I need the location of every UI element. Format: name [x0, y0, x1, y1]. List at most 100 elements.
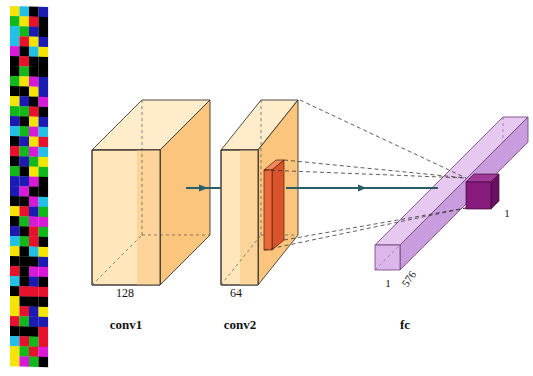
output-cube: [466, 174, 499, 209]
mosaic-cell: [10, 96, 20, 106]
mosaic-cell: [29, 356, 39, 366]
mosaic-cell: [29, 176, 39, 186]
conv-block-shape: [214, 96, 304, 336]
mosaic-cell: [39, 177, 49, 187]
mosaic-cell: [20, 336, 30, 346]
projection-lines: [264, 100, 466, 250]
mosaic-cell: [10, 16, 20, 26]
mosaic-cell: [39, 77, 49, 87]
conv-layer: 64conv2: [214, 96, 304, 336]
mosaic-cell: [20, 316, 30, 326]
mosaic-cell: [10, 146, 20, 156]
mosaic-cell: [20, 176, 30, 186]
mosaic-cell: [39, 37, 49, 47]
mosaic-cell: [20, 346, 30, 356]
mosaic-cell: [10, 316, 20, 326]
mosaic-cell: [20, 66, 30, 76]
mosaic-cell: [10, 216, 20, 226]
mosaic-cell: [29, 206, 39, 216]
projection-line: [300, 100, 466, 178]
mosaic-cell: [29, 86, 39, 96]
mosaic-cell: [39, 247, 49, 257]
projection-line: [284, 208, 466, 240]
fc-top-face: [375, 117, 528, 245]
mosaic-cell: [39, 207, 49, 217]
mosaic-cell: [29, 296, 39, 306]
mosaic-cell: [39, 7, 49, 17]
mosaic-cell: [29, 116, 39, 126]
mosaic-cell: [39, 277, 49, 287]
mosaic-cell: [39, 137, 49, 147]
mosaic-cell: [29, 66, 39, 76]
mosaic-cell: [39, 217, 49, 227]
mosaic-cell: [29, 36, 39, 46]
layer-name: conv1: [110, 318, 143, 331]
mosaic-cell: [39, 97, 49, 107]
mosaic-cell: [10, 106, 20, 116]
mosaic-cell: [20, 136, 30, 146]
dimension-label: 1: [504, 208, 510, 219]
mosaic-cell: [20, 156, 30, 166]
mosaic-cell: [10, 236, 20, 246]
projection-line: [284, 160, 466, 178]
mosaic-cell: [39, 47, 49, 57]
mosaic-cell: [20, 326, 30, 336]
mosaic-cell: [29, 186, 39, 196]
mosaic-cell: [29, 246, 39, 256]
mosaic-cell: [29, 136, 39, 146]
flow-arrow: [286, 187, 438, 189]
hidden-edges: [375, 117, 503, 270]
mosaic-cell: [29, 306, 39, 316]
mosaic-cell: [20, 256, 30, 266]
block-outline: [92, 150, 160, 285]
mosaic-cell: [20, 276, 30, 286]
mosaic-cell: [10, 306, 20, 316]
mosaic-cell: [20, 286, 30, 296]
conv-block-shape: [88, 96, 214, 336]
mosaic-cell: [10, 336, 20, 346]
mosaic-cell: [29, 276, 39, 286]
mosaic-cell: [20, 36, 30, 46]
mosaic-cell: [10, 226, 20, 236]
mosaic-cell: [39, 67, 49, 77]
mosaic-cell: [39, 337, 49, 347]
mosaic-cell: [10, 166, 20, 176]
mosaic-cell: [10, 206, 20, 216]
hidden-edges: [92, 100, 210, 285]
mosaic-cell: [20, 76, 30, 86]
mosaic-cell: [39, 87, 49, 97]
mosaic-cell: [29, 26, 39, 36]
dimension-label: 1: [385, 278, 391, 289]
mosaic-cell: [39, 327, 49, 337]
mosaic-cell: [10, 196, 20, 206]
mosaic-cell: [20, 126, 30, 136]
mosaic-cell: [39, 117, 49, 127]
mosaic-cell: [39, 147, 49, 157]
mosaic-cell: [10, 86, 20, 96]
dimension-label: 576: [400, 269, 418, 289]
mosaic-cell: [29, 216, 39, 226]
mosaic-cell: [39, 317, 49, 327]
mosaic-cell: [20, 266, 30, 276]
mosaic-cell: [29, 146, 39, 156]
mosaic-cell: [20, 356, 30, 366]
mosaic-cell: [10, 46, 20, 56]
mosaic-cell: [20, 116, 30, 126]
mosaic-cell: [29, 286, 39, 296]
projection-line: [264, 170, 466, 178]
mosaic-cell: [20, 56, 30, 66]
mosaic-cell: [39, 297, 49, 307]
block-side-face: [160, 100, 210, 285]
mosaic-cell: [29, 236, 39, 246]
mosaic-cell: [10, 126, 20, 136]
mosaic-cell: [29, 156, 39, 166]
mosaic-cell: [39, 237, 49, 247]
mosaic-cell: [10, 66, 20, 76]
mosaic-cell: [29, 126, 39, 136]
mosaic-cell: [20, 26, 30, 36]
mosaic-cell: [20, 246, 30, 256]
mosaic-cell: [29, 336, 39, 346]
mosaic-cell: [10, 176, 20, 186]
mosaic-cell: [20, 46, 30, 56]
